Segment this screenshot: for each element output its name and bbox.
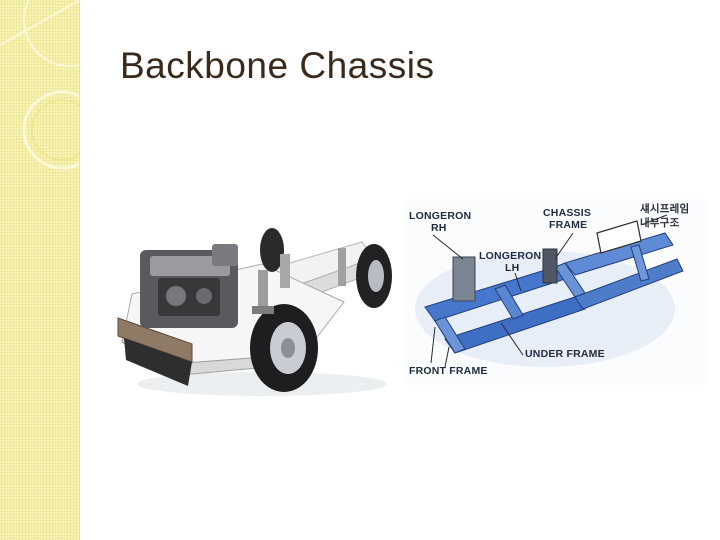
label-longeron-rh-1: LONGERON [409, 210, 472, 222]
chassis-photo [112, 214, 394, 400]
label-longeron-lh-2: LH [505, 262, 520, 274]
chassis-frame-diagram-icon [415, 214, 684, 368]
slide-title: Backbone Chassis [120, 45, 435, 86]
label-front-frame: FRONT FRAME [409, 365, 488, 377]
label-korean-2: 내부구조 [640, 217, 680, 229]
decorative-circles-icon [0, 0, 80, 170]
sidebar-edge [79, 0, 80, 540]
label-longeron-rh-2: RH [431, 222, 447, 234]
sidebar-decoration [0, 0, 80, 540]
label-chassis-frame-1: CHASSIS [543, 207, 592, 219]
label-chassis-frame-2: FRAME [549, 219, 588, 231]
label-under-frame: UNDER FRAME [525, 348, 605, 360]
label-korean-1: 섀시프레임 [640, 203, 690, 215]
car-chassis-photo-icon [117, 228, 392, 396]
label-longeron-lh-1: LONGERON [479, 250, 542, 262]
frame-diagram: LONGERON RH CHASSIS FRAME 섀시프레임 내부구조 LON… [405, 199, 707, 385]
